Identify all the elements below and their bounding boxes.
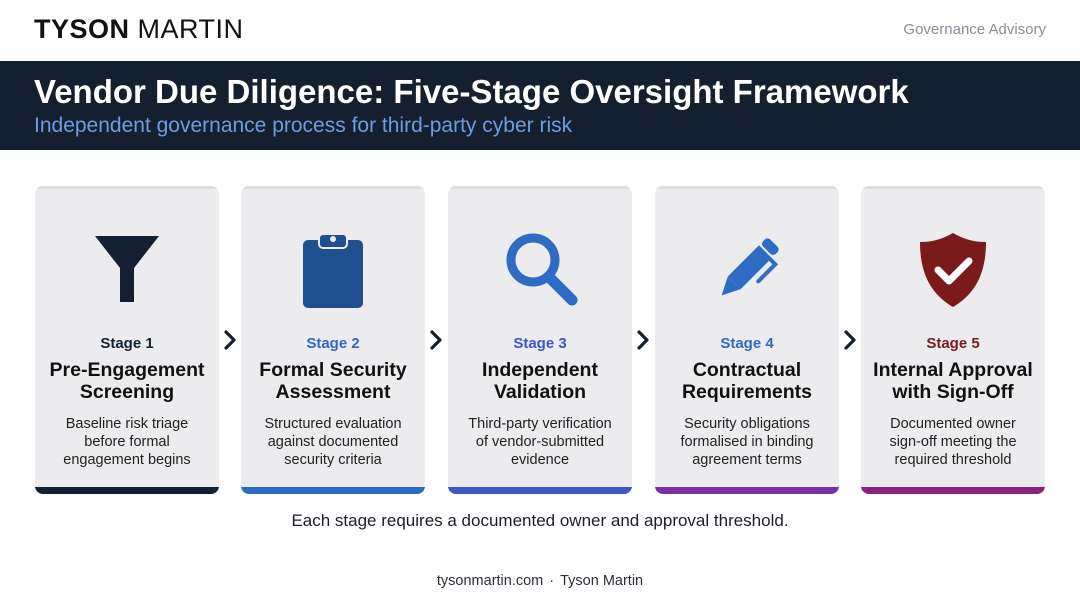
stage-description: Security obligations formalised in bindin… — [663, 415, 831, 469]
stage-desc-line: security criteria — [284, 452, 382, 468]
page-title: Vendor Due Diligence: Five-Stage Oversig… — [34, 73, 909, 110]
stage-desc-line: agreement terms — [692, 452, 802, 468]
stage-desc-line: Third-party verification — [468, 416, 612, 432]
stage-description: Structured evaluation against documented s… — [249, 415, 417, 469]
magnifier-icon — [448, 230, 632, 310]
footer: tysonmartin.com · Tyson Martin — [0, 573, 1080, 589]
chevron-right-icon — [430, 330, 442, 350]
stage-accent-bar — [655, 487, 839, 494]
stage-title-line: with Sign-Off — [892, 381, 1014, 403]
title-banner: Vendor Due Diligence: Five-Stage Oversig… — [0, 61, 1080, 150]
stage-label: Stage 4 — [720, 335, 774, 352]
footer-author: Tyson Martin — [560, 573, 644, 589]
stage-desc-line: formalised in binding — [680, 434, 814, 450]
stage-label: Stage 5 — [926, 335, 980, 352]
stage-desc-line: Structured evaluation — [264, 416, 402, 432]
stage-desc-line: against documented — [267, 434, 399, 450]
page-subtitle: Independent governance process for third… — [34, 114, 573, 137]
stage-title-line: Requirements — [681, 381, 813, 403]
stage-desc-line: Security obligations — [684, 416, 810, 432]
stage-desc-line: required threshold — [894, 452, 1012, 468]
stage-desc-line: Documented owner — [890, 416, 1016, 432]
stage-accent-bar — [448, 487, 632, 494]
stage-desc-line: sign-off meeting the — [889, 434, 1017, 450]
stage-title-line: Assessment — [275, 381, 391, 403]
footer-site-link[interactable]: tysonmartin.com — [436, 573, 544, 589]
stage-desc-line: engagement begins — [63, 452, 191, 468]
stage-title-line: Pre-Engagement — [49, 359, 205, 381]
funnel-icon — [35, 230, 219, 310]
footer-separator: · — [549, 573, 555, 589]
stage-title-line: Internal Approval — [873, 359, 1033, 381]
brand-bold: TYSON — [34, 14, 130, 44]
chevron-right-icon — [224, 330, 236, 350]
stage-description: Third-party verification of vendor-submit… — [456, 415, 624, 469]
stage-label: Stage 1 — [100, 335, 154, 352]
chevron-right-icon — [844, 330, 856, 350]
stage-label: Stage 3 — [513, 335, 567, 352]
shield-check-icon — [861, 230, 1045, 310]
chevron-right-icon — [637, 330, 649, 350]
stage-description: Baseline risk triage before formal engagem… — [43, 415, 211, 469]
clipboard-icon — [241, 230, 425, 310]
stage-accent-bar — [241, 487, 425, 494]
stage-title-line: Validation — [493, 381, 587, 403]
stage-desc-line: evidence — [510, 452, 570, 468]
stage-title-line: Formal Security — [259, 359, 407, 381]
stage-desc-line: before formal — [84, 434, 170, 450]
tagline: Governance Advisory — [903, 21, 1046, 38]
brand-logo: TYSON MARTIN — [34, 14, 244, 45]
pen-icon — [655, 230, 839, 310]
stage-accent-bar — [35, 487, 219, 494]
stage-desc-line: of vendor-submitted — [475, 434, 605, 450]
stage-accent-bar — [861, 487, 1045, 494]
brand-regular: MARTIN — [137, 14, 244, 44]
stage-description: Documented owner sign-off meeting the requ… — [869, 415, 1037, 469]
stage-title-line: Screening — [79, 381, 175, 403]
stage-title-line: Independent — [482, 359, 598, 381]
footnote: Each stage requires a documented owner a… — [291, 511, 789, 530]
stage-desc-line: Baseline risk triage — [65, 416, 189, 432]
stage-label: Stage 2 — [306, 335, 360, 352]
top-bar: TYSON MARTIN Governance Advisory — [0, 0, 1080, 60]
stage-title-line: Contractual — [692, 359, 802, 381]
